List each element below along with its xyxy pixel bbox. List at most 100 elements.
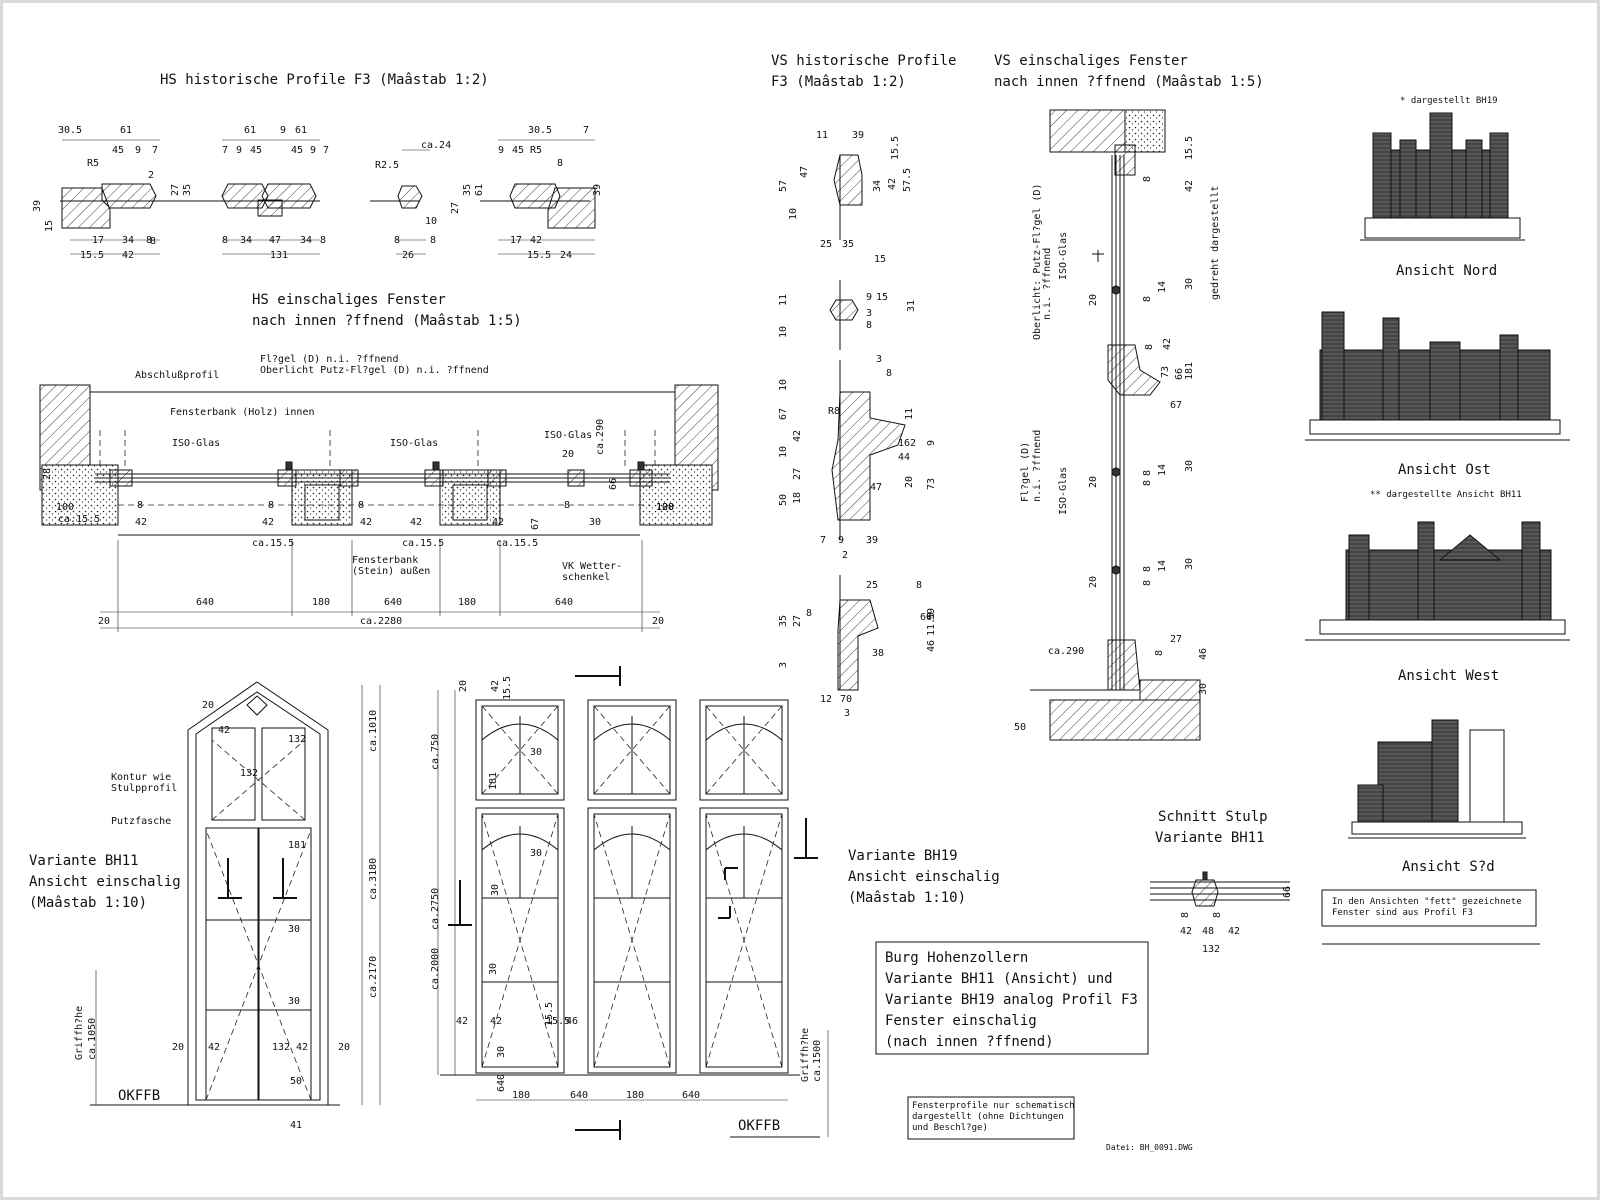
bh19-dim: 640 [496, 1074, 507, 1092]
hs-profile-dim: 17 [510, 235, 522, 246]
bh11-dim: 20 [202, 700, 214, 711]
vs-profile-dim: 39 [852, 130, 864, 141]
bh19-title-line2: Ansicht einschalig [848, 869, 1000, 885]
hs-window-label: Fensterbank (Holz) innen [170, 407, 315, 418]
vs-profile-dim: 3 [866, 308, 872, 319]
hs-window-dim: 30 [589, 517, 601, 528]
hs-profile-dim: 7 [583, 125, 589, 136]
hs-profile-dim: 61 [295, 125, 307, 136]
bh19-title-line1: Variante BH19 [848, 848, 958, 864]
hs-profile-dim: 131 [270, 250, 288, 261]
vs-profile-dim: 18 [792, 492, 803, 504]
vs-profile-dim: 3 [778, 662, 789, 668]
hs-profile-dim: 39 [32, 200, 43, 212]
vs-profile-dim: 46 [926, 640, 937, 652]
hs-profile-dim: 34 [122, 235, 134, 246]
vs-profile-dim: R8 [828, 406, 840, 417]
hs-window-dim: ca.15.5 [402, 538, 444, 549]
hs-profile-dim: 8 [320, 235, 326, 246]
hs-profile-dim: 35 [462, 184, 473, 196]
bh19-dim: 30 [490, 884, 501, 896]
vs-profile-dim: 66 [920, 612, 932, 623]
hs-profile-dim: 61 [244, 125, 256, 136]
hs-profile-sections [60, 139, 596, 255]
views-note-line2: Fenster sind aus Profil F3 [1332, 908, 1473, 918]
vs-profile-dim: 11 [816, 130, 828, 141]
hs-window-dim: 28 [42, 468, 53, 480]
hs-profile-dim: 2 [148, 170, 154, 181]
hs-window-span: ca.2280 [360, 616, 402, 627]
bh19-dim: ca.2750 [430, 888, 441, 930]
castle-east-view [1305, 311, 1570, 441]
vs-profile-dim: 47 [799, 166, 810, 178]
vs-profile-dim: 50 [778, 494, 789, 506]
bh19-dim: 42 [490, 1016, 502, 1027]
hs-profile-dim: 7 [152, 145, 158, 156]
vs-window-dim: 30 [1184, 278, 1195, 290]
footnote-box: Fensterprofile nur schematisch dargestel… [907, 1096, 1075, 1140]
bh19-dim: ca.750 [430, 734, 441, 770]
stulp-dim: 8 [1180, 912, 1191, 918]
vs-window-label: n.i. ?ffnend [1032, 430, 1043, 502]
vs-profile-dim: 10 [788, 208, 799, 220]
hs-profile-dim: 15.5 [527, 250, 551, 261]
hs-window-dim: ca.290 [595, 419, 606, 455]
vs-window-dim: 30 [1198, 683, 1209, 695]
bh19-dim: ca.2000 [430, 948, 441, 990]
hs-profile-dim: R2.5 [375, 160, 399, 171]
vs-window-label: Oberlicht: Putz-Fl?gel (D) [1032, 183, 1043, 340]
hs-window-span: 180 [312, 597, 330, 608]
bh19-dim: 181 [488, 772, 499, 790]
west-view-label: Ansicht West [1398, 668, 1499, 684]
hs-profile-dim: 8 [394, 235, 400, 246]
castle-north-view [1360, 112, 1525, 241]
hs-profile-dim: 15 [44, 220, 55, 232]
vs-profile-dim: 11.5 [926, 612, 937, 636]
vs-window-title-line1: VS einschaliges Fenster [994, 53, 1188, 69]
hs-window-span: 640 [555, 597, 573, 608]
bh19-dim: 30 [530, 747, 542, 758]
vs-profile-dim: 73 [926, 478, 937, 490]
hs-profile-dim: ca.24 [421, 140, 451, 151]
north-note: * dargestellt BH19 [1400, 96, 1498, 106]
vs-profile-dim: 8 [886, 368, 892, 379]
stulp-dim: 42 [1228, 926, 1240, 937]
vs-window-dim: 15.5 [1184, 136, 1195, 160]
vs-profile-dim: 12 [820, 694, 832, 705]
hs-profile-dim: 34 [300, 235, 312, 246]
bh11-label: Putzfasche [111, 816, 171, 827]
bh11-label: Griffh?he [74, 1006, 85, 1060]
vs-window-dim: 8 [1142, 470, 1153, 476]
hs-window-dim: 67 [530, 518, 541, 530]
title-block: Burg Hohenzollern Variante BH11 (Ansicht… [875, 941, 1149, 1055]
bh19-label: Griffh?he [800, 1028, 811, 1082]
hs-window-span: 20 [98, 616, 110, 627]
hs-profile-dim: 7 [323, 145, 329, 156]
bh11-dim: 41 [290, 1120, 302, 1131]
hs-window-label: ISO-Glas [390, 438, 438, 449]
hs-profile-dim: 9 [280, 125, 286, 136]
title-line3: Variante BH19 analog Profil F3 [885, 992, 1138, 1008]
bh19-dim: 46 [566, 1016, 578, 1027]
vs-window-dim: 73 [1160, 366, 1171, 378]
hs-window-label: VK Wetter- [562, 561, 622, 572]
bh11-title-line3: (Maâstab 1:10) [29, 895, 147, 911]
bh11-label: ca.1050 [87, 1018, 98, 1060]
vs-profile-dim: 15 [876, 292, 888, 303]
vs-profile-dim: 11 [778, 294, 789, 306]
bh11-dim: 20 [338, 1042, 350, 1053]
vs-profile-dim: 57.5 [902, 168, 913, 192]
vs-profile-dim: 3 [844, 708, 850, 719]
hs-window-dim: 42 [262, 517, 274, 528]
stulp-title-line1: Schnitt Stulp [1158, 809, 1268, 825]
vs-profiles-group: VS historische Profile F3 (Maâstab 1:2) … [771, 53, 956, 719]
hs-window-dim: 8 [564, 500, 570, 511]
bh19-dim: 640 [570, 1090, 588, 1101]
bh11-label: Stulpprofil [111, 783, 177, 794]
technical-drawing: HS historische Profile F3 (Maâstab 1:2) … [29, 53, 1570, 1152]
hs-window-dim: 8 [268, 500, 274, 511]
